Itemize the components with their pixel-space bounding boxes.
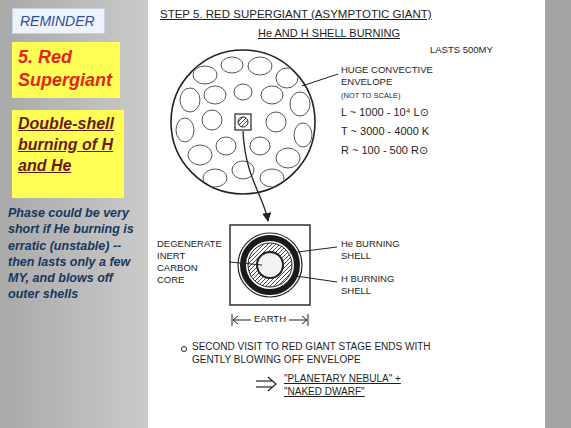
- implies-arrow: [256, 377, 276, 391]
- star-envelope: [294, 123, 312, 147]
- star-envelope: [171, 50, 315, 194]
- star-envelope: [235, 114, 251, 130]
- paper-panel: [148, 0, 545, 428]
- star-envelope: [202, 110, 222, 130]
- star-envelope: [232, 161, 254, 179]
- star-envelope: [290, 92, 310, 116]
- part-name: HUGE CONVECTIVE ENVELOPE: [341, 64, 449, 88]
- temperature-value: T ~ 3000 - 4000 K: [341, 125, 429, 139]
- scale-bar: [302, 316, 307, 324]
- convection-cell: [176, 57, 312, 187]
- slide-margin: [545, 0, 571, 428]
- star-envelope: [260, 169, 284, 187]
- node-text: Double-shell burning of H and He: [18, 114, 118, 176]
- scale-bar: [233, 316, 238, 324]
- star-envelope: [188, 145, 212, 165]
- radius-value: R ~ 100 - 500 R⊙: [341, 144, 428, 158]
- part-name: He BURNING SHELL: [341, 238, 411, 262]
- process-box: Double-shell burning of H and He: [12, 110, 124, 198]
- star-envelope: [266, 112, 286, 132]
- scale-label: EARTH: [251, 313, 289, 325]
- star-envelope: [234, 84, 252, 100]
- core-closeup: [248, 243, 292, 287]
- scale-bar: [232, 314, 308, 326]
- leader-line: [290, 247, 337, 253]
- bullet-mark: [182, 347, 187, 352]
- node-text: REMINDER: [20, 13, 97, 29]
- core-closeup: [238, 233, 302, 297]
- star-envelope: [180, 88, 200, 112]
- subtitle: He AND H SHELL BURNING: [258, 27, 400, 41]
- star-envelope: [176, 118, 194, 142]
- star-envelope: [204, 86, 226, 104]
- note-text: SECOND VISIT TO RED GIANT STAGE ENDS WIT…: [192, 341, 440, 366]
- core-closeup: [230, 225, 310, 305]
- implies-arrow: [268, 377, 276, 391]
- node-text: 5. Red Supergiant: [18, 46, 114, 93]
- leader-line: [229, 74, 338, 282]
- star-envelope: [221, 57, 243, 73]
- implies-arrow: [256, 380, 272, 381]
- scale-note: (NOT TO SCALE): [341, 91, 401, 100]
- diagram-title: STEP 5. RED SUPERGIANT (ASYMPTOTIC GIANT…: [160, 7, 432, 21]
- duration-note: LASTS 500MY: [430, 44, 493, 56]
- star-envelope: [216, 137, 236, 155]
- star-envelope: [193, 66, 217, 84]
- star-envelope: [203, 169, 227, 187]
- stage-box: 5. Red Supergiant: [12, 42, 120, 98]
- part-name: DEGENERATE INERT CARBON CORE: [157, 238, 227, 286]
- star-envelope: [261, 86, 283, 104]
- star-envelope: [276, 68, 298, 88]
- reminder-box: REMINDER: [12, 8, 105, 34]
- implies-arrow: [256, 386, 272, 387]
- result-text: "PLANETARY NEBULA" + "NAKED DWARF": [284, 373, 414, 398]
- core-closeup: [230, 225, 310, 305]
- core-closeup: [243, 238, 297, 292]
- zoom-arrow: [243, 131, 268, 221]
- leader-line: [302, 74, 338, 86]
- part-name: H BURNING SHELL: [341, 273, 411, 297]
- star-envelope: [171, 50, 315, 194]
- leader-line: [229, 262, 262, 265]
- leader-line: [296, 276, 337, 282]
- star-envelope: [276, 148, 300, 168]
- luminosity-value: L ~ 1000 - 10⁴ L⊙: [341, 106, 429, 120]
- star-envelope: [248, 57, 272, 75]
- note-text: Phase could be very short if He burning …: [8, 205, 144, 303]
- star-envelope: [250, 137, 270, 155]
- star-envelope: [238, 117, 248, 127]
